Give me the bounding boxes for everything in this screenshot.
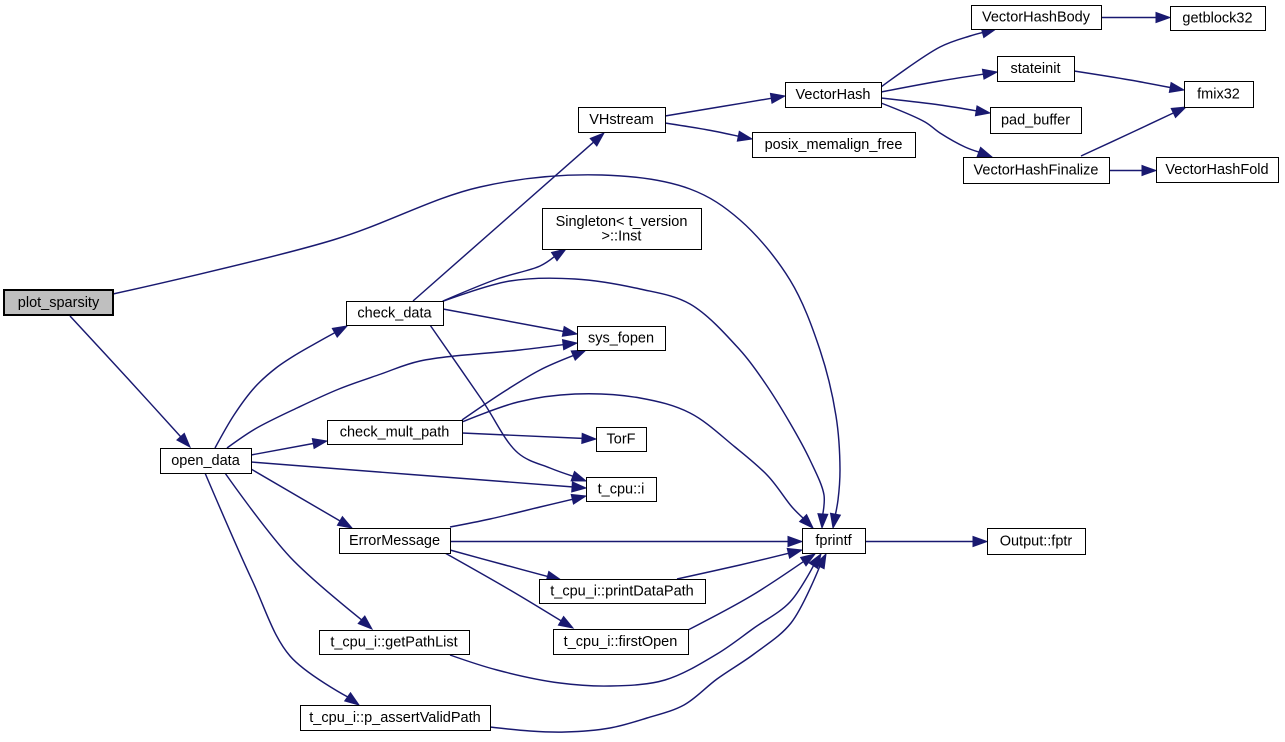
svg-text:VectorHashBody: VectorHashBody (982, 10, 1091, 26)
svg-text:VectorHash: VectorHash (796, 87, 871, 103)
svg-text:t_cpu_i::getPathList: t_cpu_i::getPathList (330, 635, 457, 651)
svg-text:open_data: open_data (171, 453, 240, 469)
svg-text:stateinit: stateinit (1011, 61, 1061, 77)
svg-text:pad_buffer: pad_buffer (1001, 113, 1070, 129)
svg-text:VectorHashFinalize: VectorHashFinalize (974, 163, 1099, 179)
svg-text:Singleton< t_version: Singleton< t_version (556, 214, 688, 230)
svg-text:fmix32: fmix32 (1197, 87, 1240, 103)
svg-text:>::Inst: >::Inst (602, 228, 642, 244)
svg-text:ErrorMessage: ErrorMessage (349, 533, 440, 549)
svg-text:plot_sparsity: plot_sparsity (18, 295, 100, 311)
svg-text:VectorHashFold: VectorHashFold (1165, 162, 1268, 178)
svg-text:sys_fopen: sys_fopen (588, 331, 654, 347)
svg-text:posix_memalign_free: posix_memalign_free (765, 137, 903, 153)
svg-text:VHstream: VHstream (589, 112, 653, 128)
svg-text:t_cpu_i::firstOpen: t_cpu_i::firstOpen (564, 634, 678, 650)
svg-text:TorF: TorF (607, 432, 636, 448)
svg-text:check_mult_path: check_mult_path (340, 425, 450, 441)
svg-text:t_cpu::i: t_cpu::i (598, 482, 645, 498)
svg-text:Output::fptr: Output::fptr (1000, 534, 1073, 550)
svg-text:getblock32: getblock32 (1182, 11, 1252, 27)
svg-text:t_cpu_i::p_assertValidPath: t_cpu_i::p_assertValidPath (309, 710, 480, 726)
svg-text:check_data: check_data (357, 306, 432, 322)
svg-text:t_cpu_i::printDataPath: t_cpu_i::printDataPath (550, 584, 693, 600)
svg-text:fprintf: fprintf (815, 533, 852, 549)
